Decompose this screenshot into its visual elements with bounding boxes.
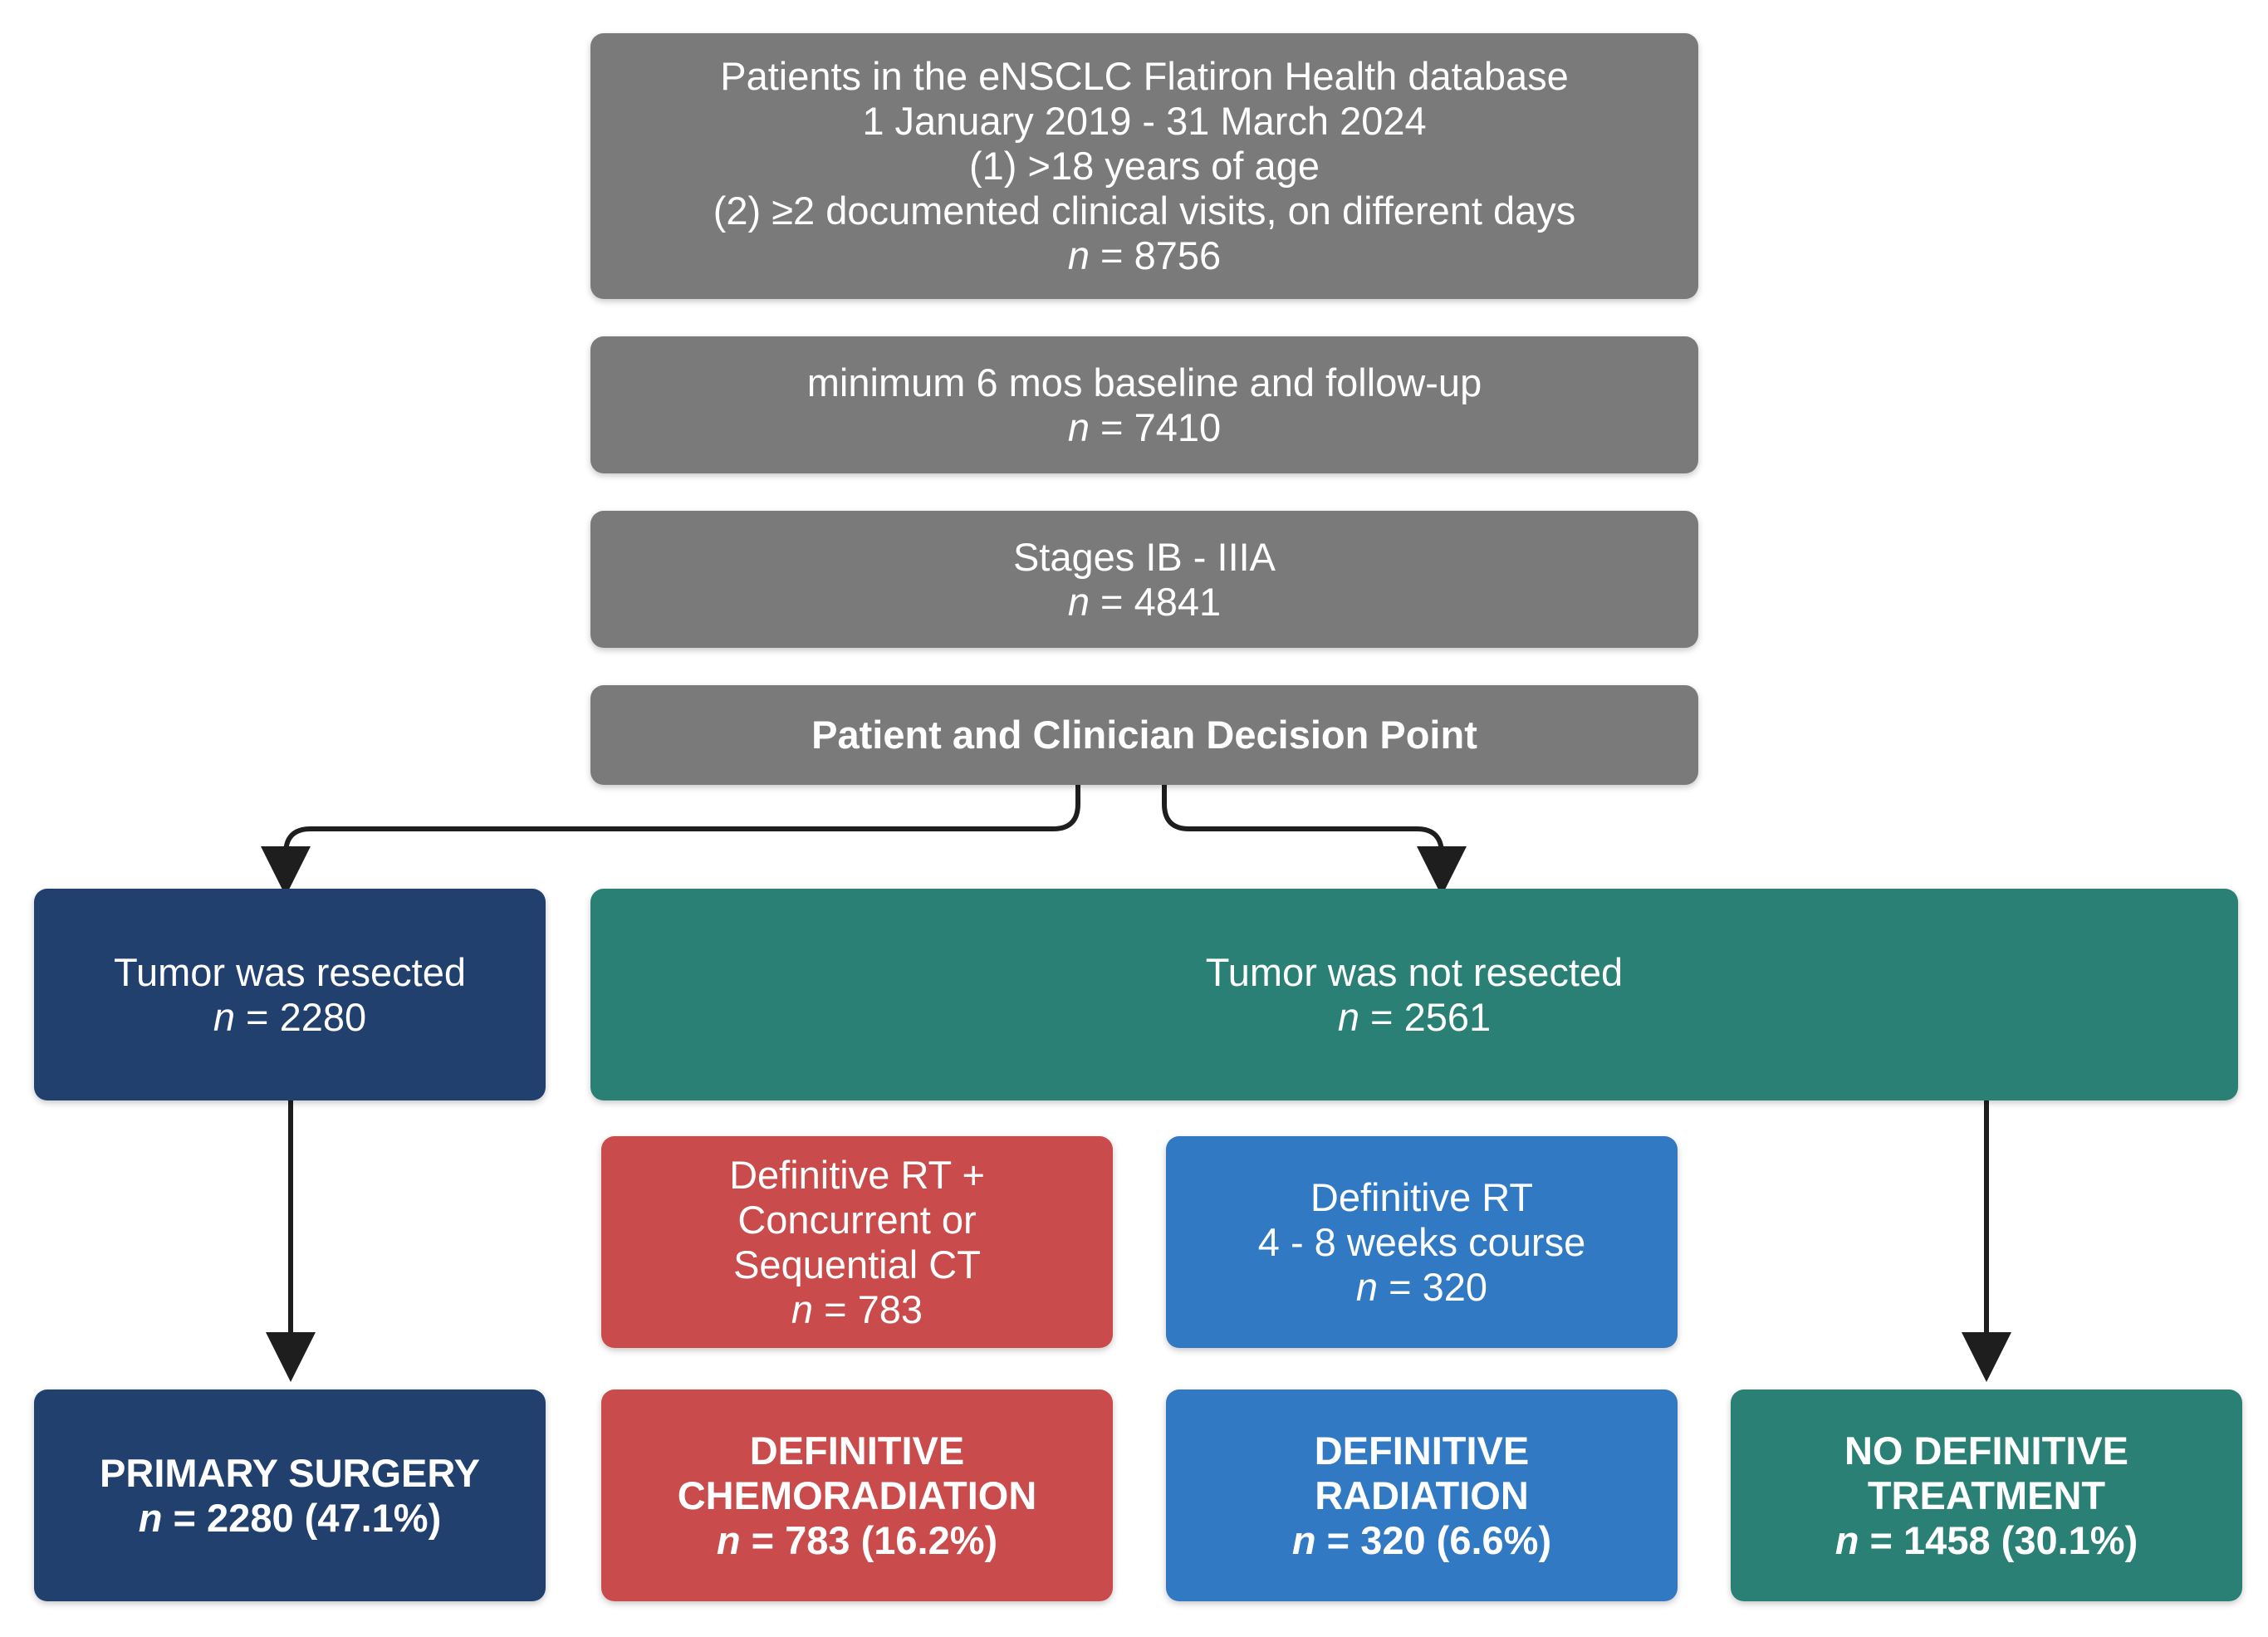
radiation-line-1: DEFINITIVE [1314,1428,1530,1473]
not-resected-n: n = 2561 [1337,994,1492,1039]
stages-n: n = 4841 [1067,579,1222,624]
decision-point-box: Patient and Clinician Decision Point [590,685,1698,785]
no-treatment-n-value: 1458 (30.1%) [1903,1517,2138,1562]
radiation-box: DEFINITIVE RADIATION n = 320 (6.6%) [1166,1389,1678,1601]
arrow-decision-to-not-resected [1162,785,1467,896]
no-treatment-line-2: TREATMENT [1867,1473,2106,1517]
rt-course-line-2: 4 - 8 weeks course [1257,1219,1586,1264]
database-n-value: 8756 [1134,233,1222,277]
followup-n: n = 7410 [1067,404,1222,449]
stages-n-value: 4841 [1134,579,1222,624]
rt-course-line-1: Definitive RT [1310,1174,1534,1219]
stages-label: Stages IB - IIIA [1012,534,1276,579]
resected-label: Tumor was resected [113,949,466,994]
rt-ct-n-value: 783 [857,1287,923,1331]
arrow-decision-to-resected [261,785,1080,896]
primary-surgery-n-value: 2280 (47.1%) [207,1495,442,1540]
chemoradiation-line-1: DEFINITIVE [749,1428,965,1473]
primary-surgery-label: PRIMARY SURGERY [100,1450,480,1495]
rt-ct-line-3: Sequential CT [733,1242,981,1287]
no-treatment-n: n = 1458 (30.1%) [1834,1517,2138,1562]
tumor-resected-box: Tumor was resected n = 2280 [34,889,546,1100]
database-criteria-box: Patients in the eNSCLC Flatiron Health d… [590,33,1698,299]
rt-ct-n: n = 783 [791,1287,923,1331]
database-n: n = 8756 [1067,233,1222,277]
stages-box: Stages IB - IIIA n = 4841 [590,511,1698,648]
no-definitive-treatment-box: NO DEFINITIVE TREATMENT n = 1458 (30.1%) [1731,1389,2242,1601]
chemoradiation-n: n = 783 (16.2%) [716,1517,998,1562]
not-resected-label: Tumor was not resected [1205,949,1624,994]
not-resected-n-value: 2561 [1403,994,1492,1039]
definitive-rt-course-box: Definitive RT 4 - 8 weeks course n = 320 [1166,1136,1678,1348]
radiation-n: n = 320 (6.6%) [1291,1517,1552,1562]
chemoradiation-n-value: 783 (16.2%) [785,1517,998,1562]
tumor-not-resected-box: Tumor was not resected n = 2561 [590,889,2238,1100]
database-line-1: Patients in the eNSCLC Flatiron Health d… [720,54,1569,98]
rt-ct-line-1: Definitive RT + [729,1152,985,1197]
primary-surgery-n: n = 2280 (47.1%) [138,1495,442,1540]
chemoradiation-box: DEFINITIVE CHEMORADIATION n = 783 (16.2%… [601,1389,1113,1601]
followup-n-value: 7410 [1134,404,1222,449]
database-line-4: (2) ≥2 documented clinical visits, on di… [713,189,1576,233]
rt-course-n-value: 320 [1422,1264,1488,1309]
database-line-2: 1 January 2019 - 31 March 2024 [862,99,1427,143]
chemoradiation-line-2: CHEMORADIATION [677,1473,1037,1517]
resected-n-value: 2280 [279,994,367,1039]
resected-n: n = 2280 [213,994,367,1039]
rt-course-n: n = 320 [1355,1264,1488,1309]
no-treatment-line-1: NO DEFINITIVE [1844,1428,2129,1473]
decision-point-label: Patient and Clinician Decision Point [811,713,1477,757]
followup-box: minimum 6 mos baseline and follow-up n =… [590,336,1698,473]
rt-ct-line-2: Concurrent or [737,1197,977,1242]
radiation-n-value: 320 (6.6%) [1360,1517,1552,1562]
definitive-rt-ct-box: Definitive RT + Concurrent or Sequential… [601,1136,1113,1348]
database-line-3: (1) >18 years of age [969,144,1320,188]
primary-surgery-box: PRIMARY SURGERY n = 2280 (47.1%) [34,1389,546,1601]
radiation-line-2: RADIATION [1315,1473,1529,1517]
followup-label: minimum 6 mos baseline and follow-up [806,360,1482,404]
